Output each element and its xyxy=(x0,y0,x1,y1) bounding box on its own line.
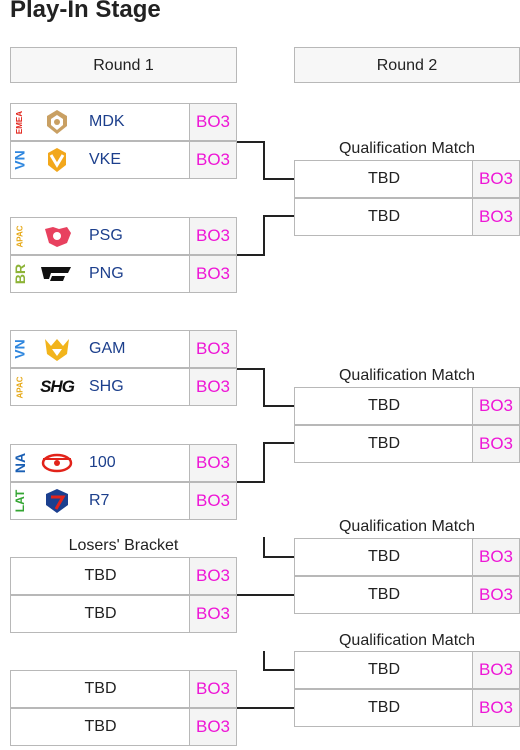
format-badge: BO3 xyxy=(472,199,519,235)
qual-match-1-row-1[interactable]: TBD BO3 xyxy=(294,160,520,198)
team-name[interactable]: 100 xyxy=(89,454,116,471)
tbd-label: TBD xyxy=(84,567,117,584)
tbd-label: TBD xyxy=(368,548,400,565)
format-badge: BO3 xyxy=(189,671,236,707)
qualification-match-label-2: Qualification Match xyxy=(338,367,476,384)
format-badge: BO3 xyxy=(472,426,519,462)
psg-logo-icon xyxy=(45,227,71,247)
tbd-label: TBD xyxy=(368,208,400,225)
png-logo-icon xyxy=(41,267,71,281)
qual-match-2-row-1[interactable]: TBD BO3 xyxy=(294,387,520,425)
team-row-shg[interactable]: APAC SHG SHG BO3 xyxy=(10,368,237,406)
team-row-100[interactable]: NA 100 BO3 xyxy=(10,444,237,482)
team-name[interactable]: SHG xyxy=(89,378,124,395)
connector-5 xyxy=(263,537,294,558)
100-logo-icon xyxy=(41,453,73,473)
qualification-match-label-1: Qualification Match xyxy=(338,140,476,157)
losers-match-row-4[interactable]: TBD BO3 xyxy=(10,708,237,746)
mdk-logo-icon xyxy=(47,110,67,134)
losers-bracket-label: Losers' Bracket xyxy=(68,537,179,554)
format-badge: BO3 xyxy=(189,445,236,481)
team-name[interactable]: PSG xyxy=(89,227,123,244)
team-row-vke[interactable]: VN VKE BO3 xyxy=(10,141,237,179)
tbd-label: TBD xyxy=(368,170,400,187)
team-row-png[interactable]: BR PNG BO3 xyxy=(10,255,237,293)
format-badge: BO3 xyxy=(472,539,519,575)
team-name[interactable]: GAM xyxy=(89,340,126,357)
format-badge: BO3 xyxy=(472,652,519,688)
gam-logo-icon xyxy=(45,339,69,361)
team-row-gam[interactable]: VN GAM BO3 xyxy=(10,330,237,368)
format-badge: BO3 xyxy=(472,388,519,424)
connector-7 xyxy=(263,651,294,671)
tbd-label: TBD xyxy=(84,605,117,622)
team-name[interactable]: VKE xyxy=(89,151,122,168)
tbd-label: TBD xyxy=(368,699,400,716)
connector-1 xyxy=(237,141,294,180)
region-badge: BR xyxy=(12,263,29,285)
connector-2 xyxy=(237,215,294,256)
format-badge: BO3 xyxy=(189,369,236,405)
format-badge: BO3 xyxy=(189,596,236,632)
format-badge: BO3 xyxy=(189,331,236,367)
region-badge: VN xyxy=(12,150,29,170)
losers-match-row-3[interactable]: TBD BO3 xyxy=(10,670,237,708)
team-row-mdk[interactable]: EMEA MDK BO3 xyxy=(10,103,237,141)
round-1-header: Round 1 xyxy=(10,47,237,83)
losers-match-row-1[interactable]: TBD BO3 xyxy=(10,557,237,595)
qualification-match-label-3: Qualification Match xyxy=(338,518,476,535)
format-badge: BO3 xyxy=(189,483,236,519)
tbd-label: TBD xyxy=(368,397,400,414)
qualification-match-label-4: Qualification Match xyxy=(338,632,476,649)
format-badge: BO3 xyxy=(472,690,519,726)
team-name[interactable]: PNG xyxy=(89,265,124,282)
losers-match-row-2[interactable]: TBD BO3 xyxy=(10,595,237,633)
team-name[interactable]: MDK xyxy=(89,113,125,130)
qual-match-2-row-2[interactable]: TBD BO3 xyxy=(294,425,520,463)
tbd-label: TBD xyxy=(368,435,400,452)
region-badge: NA xyxy=(12,452,29,474)
qual-match-4-row-1[interactable]: TBD BO3 xyxy=(294,651,520,689)
shg-logo-icon: SHG xyxy=(40,377,75,396)
format-badge: BO3 xyxy=(189,218,236,254)
r7-logo-icon xyxy=(46,489,68,513)
tbd-label: TBD xyxy=(368,661,400,678)
format-badge: BO3 xyxy=(472,577,519,613)
region-badge: EMEA xyxy=(15,110,25,134)
tbd-label: TBD xyxy=(84,718,117,735)
format-badge: BO3 xyxy=(189,558,236,594)
team-row-r7[interactable]: LAT R7 BO3 xyxy=(10,482,237,520)
format-badge: BO3 xyxy=(189,142,236,178)
page-title: Play-In Stage xyxy=(10,0,161,23)
team-name[interactable]: R7 xyxy=(89,492,110,509)
connector-4 xyxy=(237,442,294,483)
tbd-label: TBD xyxy=(368,586,400,603)
team-row-psg[interactable]: APAC PSG BO3 xyxy=(10,217,237,255)
format-badge: BO3 xyxy=(189,256,236,292)
qual-match-3-row-2[interactable]: TBD BO3 xyxy=(294,576,520,614)
region-badge: LAT xyxy=(13,489,27,513)
vke-logo-icon xyxy=(48,148,66,172)
connector-3 xyxy=(237,368,294,407)
format-badge: BO3 xyxy=(189,709,236,745)
region-badge: APAC xyxy=(15,224,25,248)
qual-match-4-row-2[interactable]: TBD BO3 xyxy=(294,689,520,727)
qual-match-3-row-1[interactable]: TBD BO3 xyxy=(294,538,520,576)
tbd-label: TBD xyxy=(84,680,117,697)
format-badge: BO3 xyxy=(472,161,519,197)
qual-match-1-row-2[interactable]: TBD BO3 xyxy=(294,198,520,236)
region-badge: APAC xyxy=(15,375,25,399)
region-badge: VN xyxy=(12,339,29,359)
format-badge: BO3 xyxy=(189,104,236,140)
